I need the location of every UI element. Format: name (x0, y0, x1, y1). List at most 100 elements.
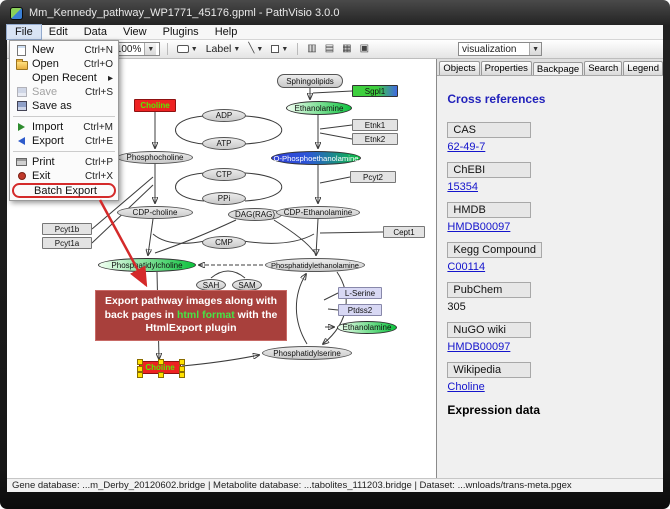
expression-data-heading: Expression data (447, 403, 541, 417)
pathway-node-choline[interactable]: Choline (134, 99, 176, 112)
xref-source-header: Wikipedia (447, 362, 532, 378)
pathway-node-ppi[interactable]: PPi (202, 192, 246, 205)
pathway-node-phosphatidylserine[interactable]: Phosphatidylserine (262, 346, 352, 360)
pathway-node-cept1[interactable]: Cept1 (383, 226, 425, 238)
xref-link[interactable]: 62-49-7 (447, 141, 486, 153)
file-menu-item-batch-export[interactable]: Batch Export (12, 183, 116, 198)
pathway-edge (312, 90, 353, 94)
menu-item-label: Open Recent (32, 72, 97, 84)
datanode-tool-button[interactable]: ▼ (175, 44, 200, 54)
pathway-node-atp[interactable]: ATP (202, 137, 246, 150)
tab-backpage[interactable]: Backpage (532, 62, 584, 75)
annotation-callout: Export pathway images along with back pa… (95, 290, 287, 341)
disk-icon (15, 101, 28, 111)
menu-shortcut: Ctrl+E (84, 135, 113, 147)
pathway-node-etnk2[interactable]: Etnk2 (352, 133, 398, 145)
line-tool-button[interactable]: ╲▼ (246, 43, 265, 55)
pathway-node-pcyt2[interactable]: Pcyt2 (350, 171, 396, 183)
tab-legend[interactable]: Legend (623, 61, 663, 75)
align-horizontal-button[interactable]: ▥ (305, 43, 318, 55)
menubar-item-view[interactable]: View (122, 26, 147, 38)
chevron-down-icon: ▼ (281, 45, 289, 53)
export-icon (15, 137, 28, 145)
selection-handle[interactable] (158, 359, 164, 365)
tab-objects[interactable]: Objects (439, 61, 480, 75)
pathway-node-ctp[interactable]: CTP (202, 168, 246, 181)
menubar-item-edit[interactable]: Edit (48, 26, 68, 38)
label-tool-button[interactable]: Label▼ (204, 42, 243, 56)
annotation-text: Export pathway images along with back pa… (104, 295, 278, 336)
shape-icon (271, 45, 280, 53)
pathway-node-ptdss2[interactable]: Ptdss2 (338, 304, 382, 316)
disk-icon (15, 87, 28, 97)
visualization-combobox[interactable]: visualization ▼ (458, 42, 542, 56)
selection-handle[interactable] (137, 372, 143, 378)
menu-item-label: Print (32, 156, 55, 168)
status-text: Gene database: ...m_Derby_20120602.bridg… (12, 480, 572, 491)
toolbar-separator (166, 43, 168, 55)
selection-handle[interactable] (137, 359, 143, 365)
pathway-node-l-serine[interactable]: L-Serine (338, 287, 382, 299)
menu-separator (13, 116, 115, 117)
pathway-node-choline[interactable]: Choline (137, 359, 185, 378)
tab-search[interactable]: Search (584, 61, 623, 75)
xref-link[interactable]: HMDB00097 (447, 341, 511, 353)
pathway-node-sgpl1[interactable]: Sgpl1 (352, 85, 398, 97)
xref-link[interactable]: C00114 (447, 261, 486, 273)
menubar-item-data[interactable]: Data (83, 26, 107, 38)
shape-tool-button[interactable]: ▼ (269, 44, 290, 54)
selection-handle[interactable] (158, 372, 164, 378)
window-title: Mm_Kennedy_pathway_WP1771_45176.gpml - P… (29, 7, 340, 19)
pathway-node-ethanolamine[interactable]: Ethanolamine (337, 321, 397, 334)
file-menu-item-open-recent[interactable]: Open Recent▸ (12, 71, 116, 85)
pathway-node-ethanolamine[interactable]: Ethanolamine (286, 101, 352, 115)
pathway-node-phosphocholine[interactable]: Phosphocholine (117, 151, 193, 164)
common-height-button[interactable]: ▣ (358, 43, 371, 55)
xref-link[interactable]: Choline (447, 381, 485, 393)
tab-properties[interactable]: Properties (480, 61, 532, 75)
selection-handle[interactable] (137, 365, 143, 372)
zoom-combobox[interactable]: 100% ▼ (111, 42, 160, 56)
xref-link[interactable]: 15354 (447, 181, 478, 193)
pathway-node-cmp[interactable]: CMP (202, 236, 246, 249)
pathway-node-phosphatidylcholine[interactable]: Phosphatidylcholine (98, 258, 196, 272)
pathway-node-dag-rag[interactable]: DAG(RAG) (228, 208, 282, 221)
pathway-node-phosphatidylethanolamine[interactable]: Phosphatidylethanolamine (265, 258, 365, 272)
selection-handle[interactable] (179, 359, 185, 365)
pathway-node-pcyt1b[interactable]: Pcyt1b (42, 223, 92, 235)
selection-handle[interactable] (179, 372, 185, 378)
exit-icon (15, 172, 28, 180)
selection-handle[interactable] (179, 365, 185, 372)
pathway-edge (319, 132, 353, 140)
pathway-node-etnk1[interactable]: Etnk1 (352, 119, 398, 131)
xref-source-header: NuGO wiki (447, 322, 532, 338)
chevron-down-icon[interactable]: ▼ (144, 43, 157, 55)
chevron-down-icon[interactable]: ▼ (529, 43, 541, 55)
xref-link[interactable]: HMDB00097 (447, 221, 511, 233)
file-menu-item-save-as[interactable]: Save as (12, 99, 116, 113)
pathway-node-o-phosphoethanolamine[interactable]: O-Phosphoethanolamine (271, 151, 361, 165)
align-vertical-button[interactable]: ▤ (323, 43, 336, 55)
common-width-button[interactable]: ▦ (340, 43, 353, 55)
pathway-node-cdp-choline[interactable]: CDP-choline (117, 206, 193, 219)
pathway-node-cdp-ethanolamine[interactable]: CDP-Ethanolamine (276, 206, 360, 219)
menubar-item-file[interactable]: File (6, 24, 42, 40)
pathway-node-sphingolipids[interactable]: Sphingolipids (277, 74, 343, 88)
pathway-node-adp[interactable]: ADP (202, 109, 246, 122)
pathway-node-pcyt1a[interactable]: Pcyt1a (42, 237, 92, 249)
menubar-item-plugins[interactable]: Plugins (162, 26, 199, 38)
menubar-item-help[interactable]: Help (214, 26, 238, 38)
